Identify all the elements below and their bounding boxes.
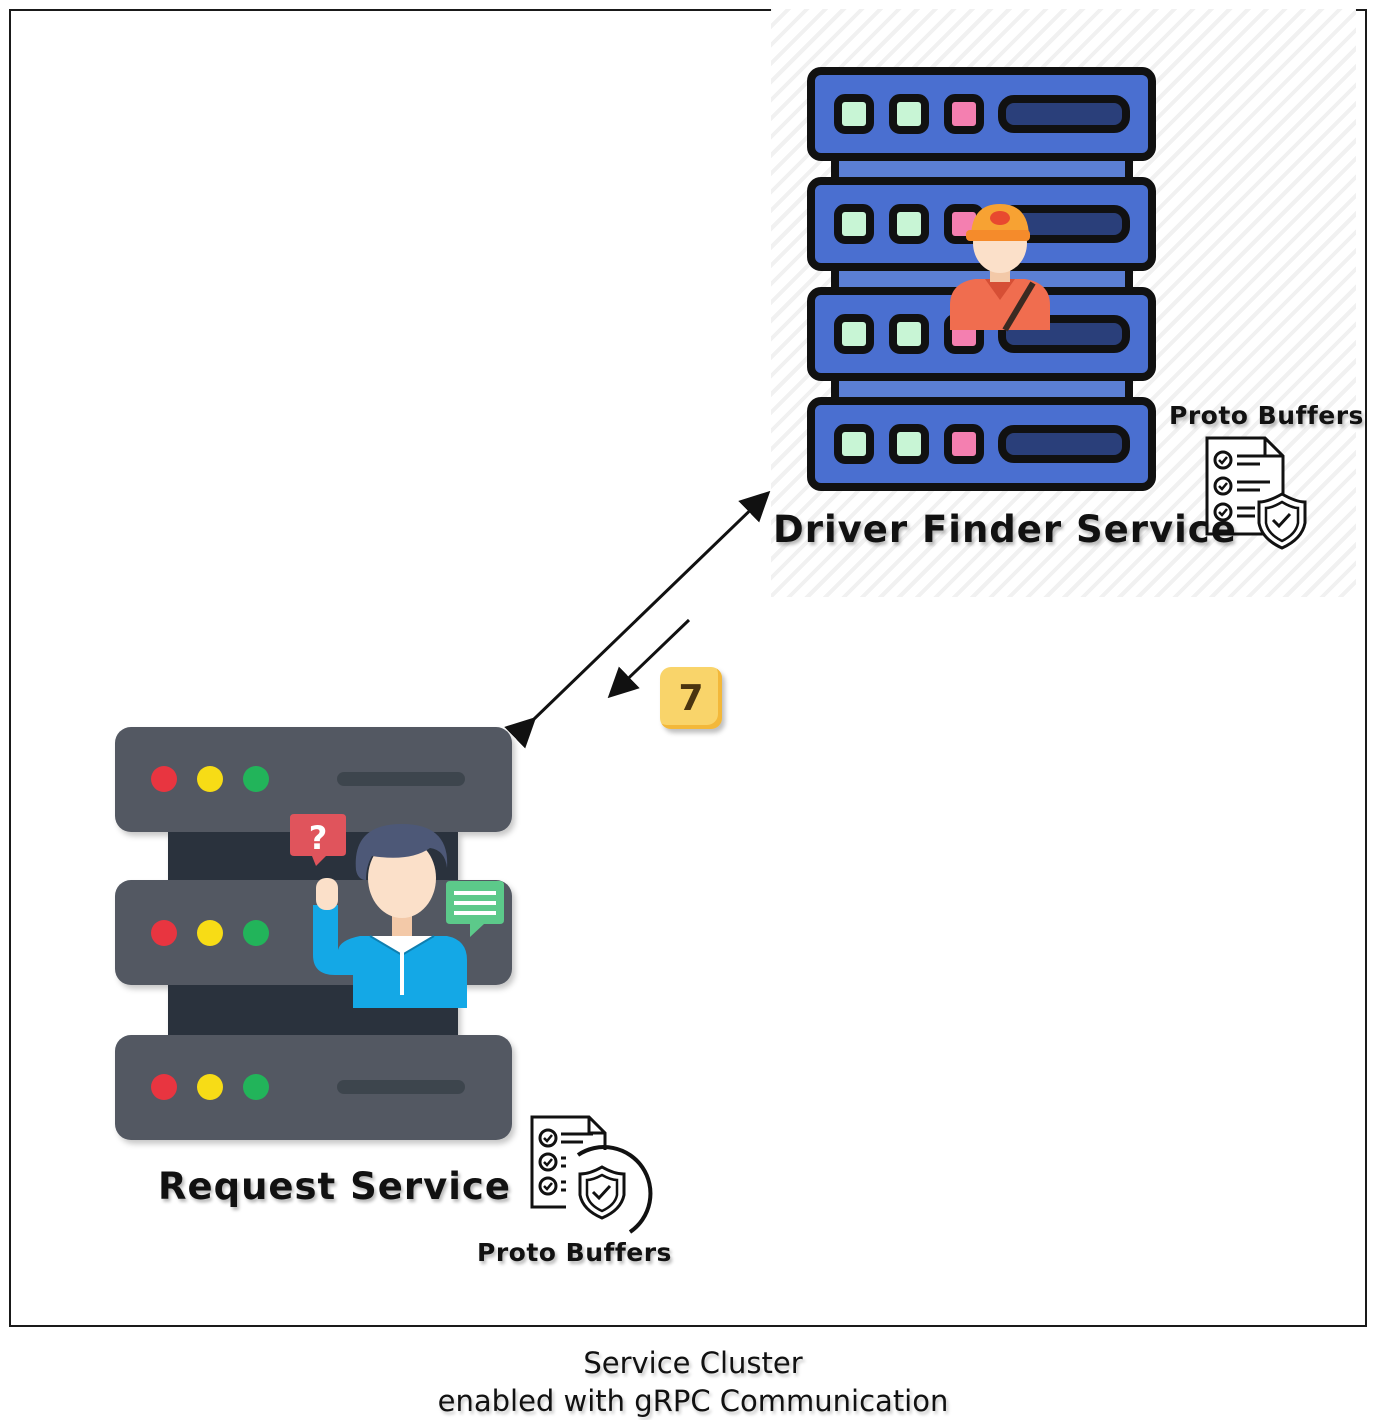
question-bubble-icon: ? xyxy=(290,814,346,866)
request-proto-label: Proto Buffers xyxy=(477,1238,672,1267)
driver-finder-server-icon xyxy=(807,67,1156,491)
caption-line-1: Service Cluster xyxy=(583,1346,803,1380)
step-badge: 7 xyxy=(660,667,722,729)
requester-avatar-icon xyxy=(313,824,467,1008)
diagram-caption: Service Cluster enabled with gRPC Commun… xyxy=(0,1344,1386,1420)
caption-line-2: enabled with gRPC Communication xyxy=(437,1384,949,1418)
driver-finder-proto-label: Proto Buffers xyxy=(1169,401,1364,430)
response-arrow xyxy=(607,618,691,699)
driver-avatar-icon xyxy=(950,204,1050,332)
svg-text:?: ? xyxy=(309,819,328,857)
driver-finder-proto-icon xyxy=(1205,436,1307,550)
driver-finder-service-label: Driver Finder Service xyxy=(773,508,1237,551)
request-proto-icon xyxy=(530,1115,653,1238)
request-service-label: Request Service xyxy=(158,1165,511,1208)
bidirectional-arrow xyxy=(504,490,771,749)
chat-bubble-icon xyxy=(446,881,504,937)
